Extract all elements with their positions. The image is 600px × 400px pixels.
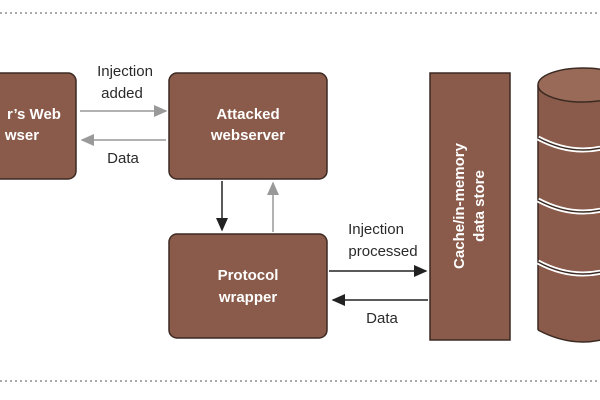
protocol-wrapper-node: Protocol wrapper <box>168 233 328 339</box>
database-stack-icon <box>536 67 600 343</box>
webserver-node: Attacked webserver <box>168 72 328 180</box>
edge-label-injection: Injection <box>97 63 153 80</box>
browser-node: r’s Web wser <box>0 72 77 180</box>
protocol-label-line1: Protocol <box>218 267 279 284</box>
edge-label-data-top: Data <box>107 150 139 167</box>
edge-label-injection-2: Injection <box>348 221 404 238</box>
edge-label-data-bottom: Data <box>366 310 398 327</box>
browser-label-line1: r’s Web <box>7 106 61 123</box>
protocol-label-line2: wrapper <box>218 289 278 306</box>
webserver-label-line2: webserver <box>210 127 285 144</box>
edge-label-processed: processed <box>348 243 417 260</box>
browser-label-line2: wser <box>4 127 39 144</box>
cache-node: Cache/in-memory data store <box>429 72 511 341</box>
webserver-label-line1: Attacked <box>216 106 279 123</box>
cache-label-line2: data store <box>471 170 488 242</box>
cache-label-line1: Cache/in-memory <box>451 142 468 269</box>
edge-label-added: added <box>101 85 143 102</box>
